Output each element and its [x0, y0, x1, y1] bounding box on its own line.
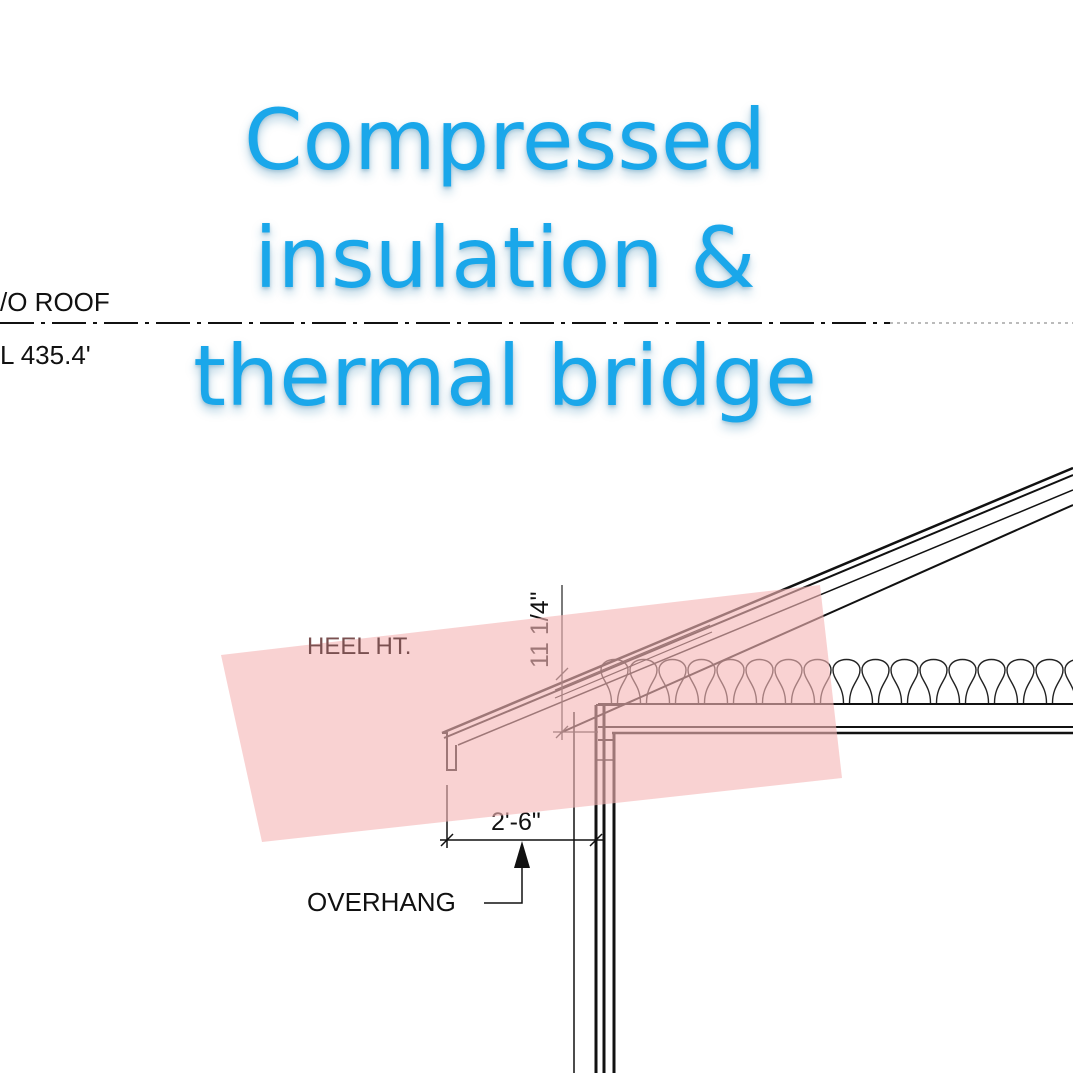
insulation-batt: [1064, 659, 1073, 692]
insulation-batt: [948, 658, 977, 704]
overhang-label: OVERHANG: [307, 887, 456, 917]
insulation-batt: [977, 658, 1006, 704]
insulation-batt: [861, 658, 890, 704]
roof-label: /O ROOF: [0, 287, 110, 317]
headline-line-3: thermal bridge: [193, 327, 817, 425]
elevation-label: L 435.4': [0, 340, 91, 370]
overhang-arrow: [514, 841, 530, 868]
insulation-batt: [1006, 658, 1035, 704]
highlight-band: [221, 585, 842, 842]
insulation-batt: [832, 658, 861, 704]
insulation-batt: [919, 658, 948, 704]
headline-line-2: insulation &: [254, 209, 756, 307]
insulation-batt: [890, 658, 919, 704]
headline-line-1: Compressed: [243, 91, 767, 189]
insulation-batt: [1035, 658, 1064, 704]
heel-label: HEEL HT.: [307, 633, 411, 660]
